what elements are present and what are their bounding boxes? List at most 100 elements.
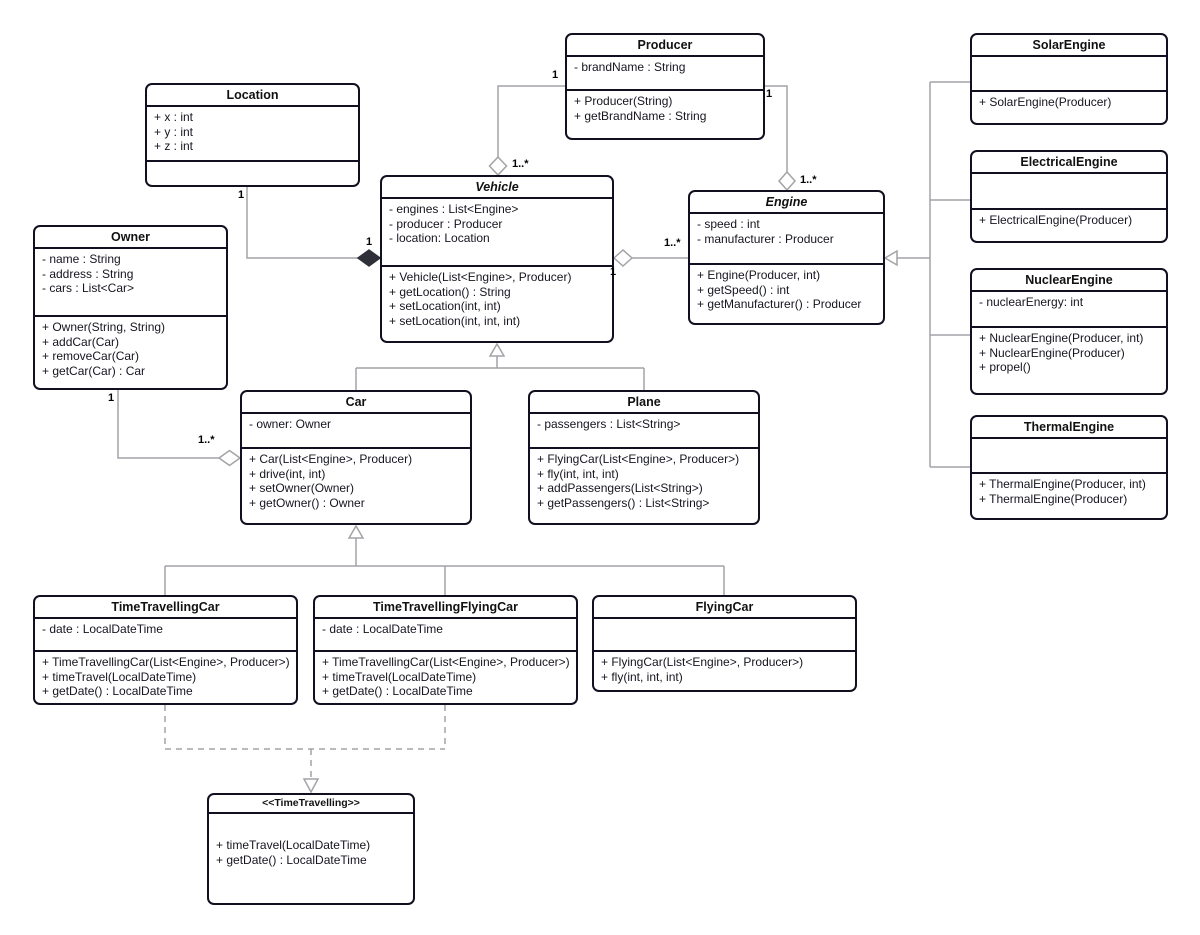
class-title: Engine [690,192,883,214]
methods-section: + SolarEngine(Producer) [972,90,1166,123]
member-line: + NuclearEngine(Producer, int) [979,331,1144,345]
class-title: Car [242,392,470,414]
member-line: + getDate() : LocalDateTime [42,684,193,699]
member-line: + TimeTravellingCar(List<Engine>, Produc… [42,655,290,669]
class-title: Location [147,85,358,107]
class-box-flying-car[interactable]: FlyingCar + FlyingCar(List<Engine>, Prod… [592,595,857,692]
member-line: + Engine(Producer, int) [697,268,821,282]
class-box-time-travelling-flying-car[interactable]: TimeTravellingFlyingCar - date : LocalDa… [313,595,578,705]
class-title: FlyingCar [594,597,855,619]
methods-section: + Vehicle(List<Engine>, Producer)+ getLo… [382,265,612,341]
member-line: - nuclearEnergy: int [979,295,1084,309]
edge-realization-timetravelling [164,705,446,794]
edge-car-plane-vehicle-generalization [355,342,645,390]
member-line: + TimeTravellingCar(List<Engine>, Produc… [322,655,570,669]
member-line: + getSpeed() : int [697,282,790,297]
member-line: + NuclearEngine(Producer) [979,345,1125,360]
member-line: + getBrandName : String [574,108,707,123]
class-box-vehicle[interactable]: Vehicle - engines : List<Engine>- produc… [380,175,614,343]
class-box-solar-engine[interactable]: SolarEngine + SolarEngine(Producer) [970,33,1168,125]
member-line: + ThermalEngine(Producer) [979,491,1128,506]
aggregation-diamond-icon [612,248,634,268]
methods-section: + ThermalEngine(Producer, int)+ ThermalE… [972,472,1166,518]
realization-arrow-icon [302,778,320,794]
edge-location-vehicle-composition [246,187,382,267]
member-line: - date : LocalDateTime [322,622,443,636]
class-box-plane[interactable]: Plane - passengers : List<String> + Flyi… [528,390,760,525]
multiplicity-label: 1 [552,69,559,81]
member-line: + timeTravel(LocalDateTime) [42,669,197,684]
edge-engines-engine-generalization [883,81,970,468]
attributes-section: - owner: Owner [242,414,470,447]
member-line: + addCar(Car) [42,334,120,349]
member-line: + getCar(Car) : Car [42,363,146,378]
attributes-section: - name : String- address : String- cars … [35,249,226,315]
methods-section: + TimeTravellingCar(List<Engine>, Produc… [315,650,576,703]
multiplicity-label: 1 [108,392,115,404]
class-box-engine[interactable]: Engine - speed : int- manufacturer : Pro… [688,190,885,325]
class-box-producer[interactable]: Producer - brandName : String + Producer… [565,33,765,140]
generalization-arrow-icon [488,342,506,357]
member-line: - name : String [42,252,121,266]
member-line: - date : LocalDateTime [42,622,163,636]
member-line: + fly(int, int, int) [601,669,683,684]
member-line: - passengers : List<String> [537,417,681,431]
edge-subclasses-car-generalization [164,524,725,595]
methods-section: + TimeTravellingCar(List<Engine>, Produc… [35,650,296,703]
attributes-section [972,439,1166,472]
member-line: - cars : List<Car> [42,281,135,296]
attributes-section: - engines : List<Engine>- producer : Pro… [382,199,612,265]
interface-box-time-travelling[interactable]: <<TimeTravelling>> + timeTravel(LocalDat… [207,793,415,905]
methods-section [147,160,358,185]
class-title: SolarEngine [972,35,1166,57]
member-line: + ThermalEngine(Producer, int) [979,477,1146,491]
member-line: + Producer(String) [574,94,673,108]
multiplicity-label: 1..* [664,237,681,249]
aggregation-diamond-icon [217,449,242,467]
multiplicity-label: 1 [766,88,773,100]
composition-diamond-icon [356,249,382,267]
class-box-time-travelling-car[interactable]: TimeTravellingCar - date : LocalDateTime… [33,595,298,705]
member-line: + getLocation() : String [389,284,511,299]
class-title: NuclearEngine [972,270,1166,292]
class-box-nuclear-engine[interactable]: NuclearEngine - nuclearEnergy: int + Nuc… [970,268,1168,395]
aggregation-diamond-icon [488,155,508,177]
member-line: - address : String [42,266,134,281]
class-box-owner[interactable]: Owner - name : String- address : String-… [33,225,228,390]
attributes-section [594,619,855,650]
multiplicity-label: 1 [610,266,617,278]
member-line: + fly(int, int, int) [537,466,619,481]
multiplicity-label: 1..* [198,434,215,446]
member-line: + removeCar(Car) [42,349,140,364]
member-line: + FlyingCar(List<Engine>, Producer>) [601,655,804,669]
class-title: Owner [35,227,226,249]
member-line: + addPassengers(List<String>) [537,481,703,496]
member-line: + Car(List<Engine>, Producer) [249,452,413,466]
multiplicity-label: 1 [366,236,373,248]
attributes-section: - date : LocalDateTime [315,619,576,650]
member-line: + setOwner(Owner) [249,481,355,496]
class-title: Vehicle [382,177,612,199]
edge-producer-engine-aggregation [765,85,797,192]
methods-section: + Car(List<Engine>, Producer)+ drive(int… [242,447,470,523]
member-line: - speed : int [697,217,760,231]
member-line: + ElectricalEngine(Producer) [979,213,1133,227]
member-line: + setLocation(int, int, int) [389,313,521,328]
methods-section: + FlyingCar(List<Engine>, Producer>)+ fl… [594,650,855,690]
class-title: Plane [530,392,758,414]
methods-section: + FlyingCar(List<Engine>, Producer>)+ fl… [530,447,758,523]
class-box-car[interactable]: Car - owner: Owner + Car(List<Engine>, P… [240,390,472,525]
class-title: Producer [567,35,763,57]
class-box-location[interactable]: Location + x : int+ y : int+ z : int [145,83,360,187]
class-box-thermal-engine[interactable]: ThermalEngine + ThermalEngine(Producer, … [970,415,1168,520]
member-line: + getPassengers() : List<String> [537,495,710,510]
member-line: + timeTravel(LocalDateTime) [322,669,477,684]
member-line: + FlyingCar(List<Engine>, Producer>) [537,452,740,466]
member-line: + propel() [979,360,1031,375]
class-box-electrical-engine[interactable]: ElectricalEngine + ElectricalEngine(Prod… [970,150,1168,243]
member-line: - location: Location [389,231,490,246]
member-line: + getDate() : LocalDateTime [216,852,367,867]
member-line: - producer : Producer [389,216,503,231]
member-line: + Vehicle(List<Engine>, Producer) [389,270,572,284]
